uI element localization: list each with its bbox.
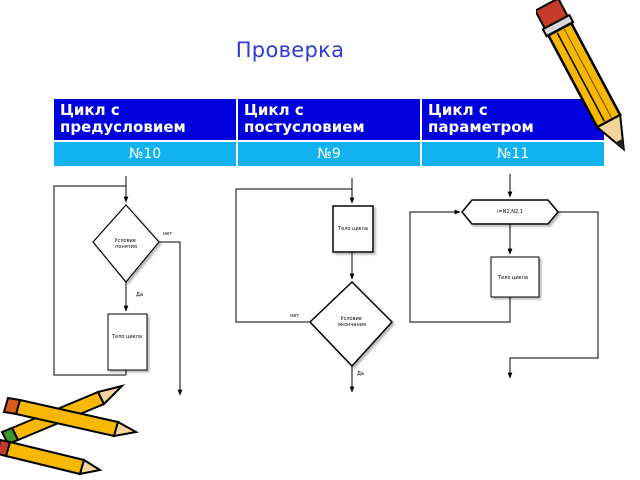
pencil-top-lead [615, 138, 624, 150]
fc3-body-label: Тело цикла [497, 275, 528, 281]
pencil-top-body [546, 21, 622, 129]
fc3-body-box [490, 256, 540, 298]
fc1-body-box [107, 313, 148, 371]
fc1-condition-line1: Условие [115, 238, 136, 244]
fc1-yes-label: Да [136, 292, 143, 298]
header-precondition: Цикл с предусловием [54, 99, 236, 140]
slide-title: Проверка [235, 38, 345, 62]
fc1-loop-back-line [53, 185, 126, 376]
fc1-condition-line2: понятия [115, 244, 137, 250]
fc3-exit-line [507, 211, 599, 379]
pencils-bottom-left-icon [0, 384, 139, 476]
fc2-condition-line2: окончания [338, 322, 366, 328]
pencil-orange [2, 396, 139, 438]
fc2-condition-line1: Условие [341, 316, 362, 322]
fc1-body-label: Тело цикла [111, 334, 142, 340]
table-header-row: Цикл с предусловием Цикл с постусловием … [54, 99, 604, 140]
loop-types-table: Цикл с предусловием Цикл с постусловием … [52, 97, 606, 168]
number-parameter: №11 [422, 142, 604, 166]
flowchart-postcondition: нет Тело цикла Условие окончания Да [235, 178, 394, 393]
fc2-yes-label: Да [357, 371, 364, 377]
header-postcondition: Цикл с постусловием [238, 99, 420, 140]
fc2-no-label: нет [290, 313, 299, 319]
header-parameter: Цикл с параметром [422, 99, 604, 140]
fc3-loop-back-line [409, 209, 511, 323]
flowchart-precondition: Условие понятия нет Да Тело цикла [53, 176, 183, 396]
flowchart-parameter: i=N1,N2,1 Тело цикла [409, 174, 599, 379]
number-postcondition: №9 [238, 142, 420, 166]
fc3-header-hexagon [461, 199, 559, 225]
fc3-header-label: i=N1,N2,1 [497, 209, 523, 215]
fc2-condition-label: Условие окончания [338, 316, 366, 328]
table-number-row: №10 №9 №11 [54, 142, 604, 166]
fc1-condition-label: Условие понятия [115, 238, 138, 250]
number-precondition: №10 [54, 142, 236, 166]
fc1-no-branch-line [159, 241, 183, 396]
fc1-no-label: нет [163, 231, 172, 237]
pencil-red [0, 438, 103, 476]
fc2-body-label: Тело цикла [337, 226, 368, 232]
fc2-loop-back-line [235, 188, 352, 323]
fc2-body-box [332, 205, 374, 253]
pencil-top-tip [595, 113, 625, 152]
pencil-top-right-icon [536, 0, 625, 152]
